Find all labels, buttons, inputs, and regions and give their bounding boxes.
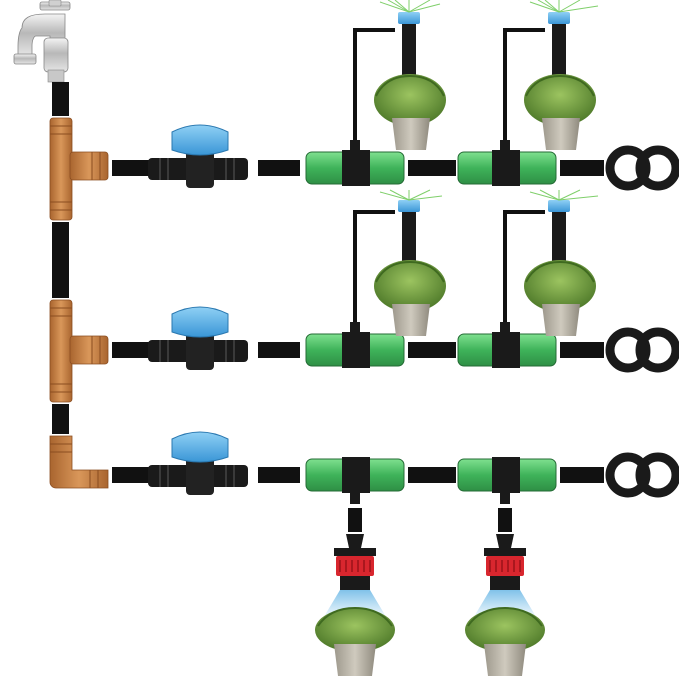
- potted-plant-icon: [465, 606, 545, 676]
- spray-lines: [379, 0, 441, 13]
- faucet-icon: [13, 0, 71, 83]
- main-supply-tube: [52, 82, 69, 434]
- tube-coupler-icon: [457, 140, 557, 186]
- sprinkler-assembly: [353, 0, 446, 150]
- potted-plant-icon: [524, 74, 596, 150]
- tube-coupler-icon: [305, 140, 405, 186]
- spray-lines: [529, 189, 599, 201]
- tube-segment: [408, 467, 456, 483]
- dripper-assembly: [465, 508, 545, 676]
- tube-segment: [348, 508, 362, 532]
- spray-lines: [379, 189, 443, 201]
- tube-coupler-icon: [305, 457, 405, 504]
- dripper-assembly: [315, 508, 395, 676]
- shutoff-valve-icon: [148, 306, 248, 370]
- tube-segment: [498, 508, 512, 532]
- potted-plant-icon: [374, 74, 446, 150]
- potted-plant-icon: [374, 260, 446, 336]
- tube-coupler-icon: [305, 322, 405, 368]
- sprinkler-assembly: [503, 0, 599, 150]
- tube-segment: [408, 342, 456, 358]
- tube-segment: [560, 342, 604, 358]
- micro-sprinkler-icon: [548, 200, 570, 212]
- sprinkler-assembly: [353, 189, 446, 336]
- sprinkler-stake: [402, 20, 416, 80]
- elbow-connector-icon: [49, 435, 109, 489]
- tee-connector-icon: [49, 299, 109, 403]
- row-1: [49, 117, 679, 221]
- sprinkler-stake: [552, 20, 566, 80]
- tube-segment: [112, 467, 150, 483]
- spray-lines: [529, 0, 599, 13]
- potted-plant-icon: [315, 606, 395, 676]
- figure-eight-end-closure-icon: [605, 327, 679, 373]
- sprinkler-assembly: [503, 189, 599, 336]
- sprinkler-stake: [552, 208, 566, 264]
- tube-segment: [258, 467, 300, 483]
- micro-sprinkler-icon: [398, 12, 420, 24]
- tee-connector-icon: [49, 117, 109, 221]
- tube-coupler-icon: [457, 457, 557, 504]
- figure-eight-end-closure-icon: [605, 145, 679, 191]
- tube-segment: [560, 467, 604, 483]
- sprinkler-stake: [402, 208, 416, 264]
- tube-segment: [408, 160, 456, 176]
- tube-coupler-icon: [457, 322, 557, 368]
- shutoff-valve-icon: [148, 124, 248, 188]
- shutoff-valve-icon: [148, 431, 248, 495]
- micro-sprinkler-icon: [398, 200, 420, 212]
- row-2: [49, 299, 679, 403]
- adjustable-dripper-icon: [336, 556, 374, 576]
- figure-eight-end-closure-icon: [605, 452, 679, 498]
- potted-plant-icon: [524, 260, 596, 336]
- row-3: [49, 431, 679, 504]
- tube-segment: [258, 342, 300, 358]
- tube-segment: [560, 160, 604, 176]
- adjustable-dripper-icon: [486, 556, 524, 576]
- tube-segment: [258, 160, 300, 176]
- tube-segment: [112, 342, 150, 358]
- tube-segment: [112, 160, 150, 176]
- micro-sprinkler-icon: [548, 12, 570, 24]
